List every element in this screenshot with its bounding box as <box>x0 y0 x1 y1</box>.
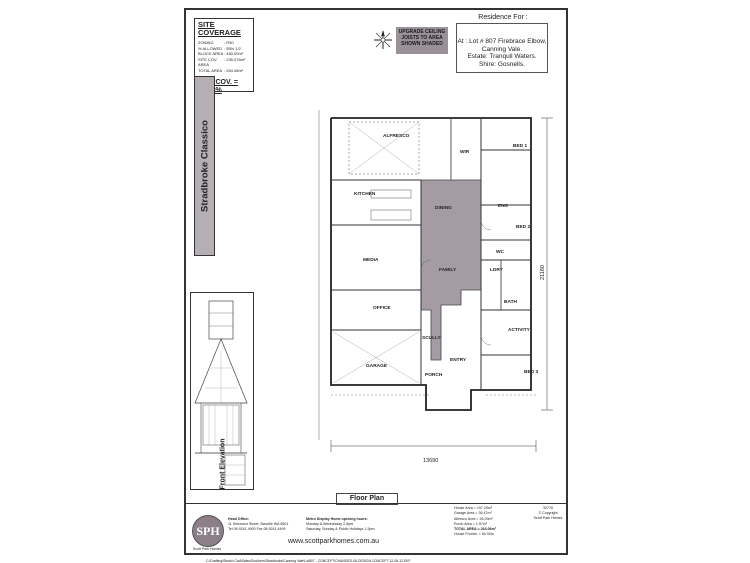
room-bath: BATH <box>504 300 517 305</box>
room-office: OFFICE <box>373 306 391 311</box>
area-line: House Area = 197.29m² <box>454 506 493 510</box>
front-elevation-panel <box>190 292 254 490</box>
room-alfresco: ALFRESCO <box>383 134 410 139</box>
design-title: Stradbroke Classico <box>199 120 210 212</box>
front-elevation-drawing <box>194 300 248 486</box>
area-line: Porch Area = 1.97m² <box>454 521 488 526</box>
coverage-row: TOTAL AREA: 264.06m² <box>198 67 244 73</box>
room-activity: ACTIVITY <box>508 328 530 333</box>
floor-plan-label: Floor Plan <box>336 493 398 505</box>
room-scullery: SCULLY <box>422 336 441 341</box>
room-bed1: BED 1 <box>513 144 528 149</box>
front-elevation-label: Front Elevation <box>219 438 227 490</box>
address-line: Canning Vale. <box>481 45 523 53</box>
room-media: MEDIA <box>363 258 379 263</box>
depth-dimension: 21180 <box>540 265 546 280</box>
company-logo: SPH <box>192 515 224 547</box>
plan-sheet: SITE COVERAGE ZONING: R30 % ALLOWED: 55%… <box>184 8 570 563</box>
footer-divider <box>186 503 566 504</box>
room-wir: WIR <box>460 150 470 155</box>
area-frontage: House Frontm. = 60.00m <box>454 532 494 537</box>
company-website: www.scottparkhomes.com.au <box>288 538 380 545</box>
upgrade-ceiling-note: UPGRADE CEILING JOISTS TO AREA SHOWN SHA… <box>396 27 448 54</box>
room-entry: ENTRY <box>450 358 467 363</box>
floor-plan-drawing <box>318 110 553 452</box>
address-line: Estate: Tranquil Waters. <box>467 53 537 60</box>
site-coverage-title: SITE COVERAGE <box>198 20 241 37</box>
address-line: Shire: Gosnells. <box>479 60 525 68</box>
width-dimension: 13690 <box>423 458 439 464</box>
room-dining: DINING <box>435 206 452 211</box>
room-ens: ENS <box>498 204 508 209</box>
room-porch: PORCH <box>425 373 443 378</box>
room-ldry: LDRY <box>490 268 503 273</box>
coverage-row: SITE COV. AREA: 235.076m² <box>198 56 246 68</box>
area-line: Alfresco Area = 26.29m² <box>454 516 493 521</box>
address-line: At : Lot # 807 Firebrace Elbow, <box>457 38 547 45</box>
room-family: FAMILY <box>439 268 457 273</box>
residence-address-box: At : Lot # 807 Firebrace Elbow, Canning … <box>456 23 548 73</box>
copyright-block: 30776 © Copyright Scott Park Homes <box>526 506 570 556</box>
residence-heading: Residence For : <box>478 14 528 21</box>
company-logo-subtitle: Scott Park Homes <box>192 547 222 551</box>
head-office-info: Head Office: 11 Selsmour Street, Baxvill… <box>228 517 289 531</box>
room-kitchen: KITCHEN <box>354 192 376 197</box>
design-title-bar: Stradbroke Classico <box>194 76 215 256</box>
room-bed2: BED 2 <box>516 225 531 230</box>
room-bed3: BED 3 <box>524 370 539 375</box>
copyright-line: © Copyright <box>538 510 558 515</box>
area-line: Garage Area = 36.47m² <box>454 511 492 516</box>
coverage-row: % ALLOWED: 55% 1/2 <box>198 45 241 51</box>
job-number: 30776 <box>543 506 553 510</box>
drawing-file-path: C:\Drafting\Sketch Cad\Sales\Southern\St… <box>206 559 411 563</box>
copyright-line: Scott Park Homes <box>533 515 563 520</box>
coverage-row: BLOCK AREA: 450.00m² <box>198 51 244 56</box>
area-schedule: House Area = 197.29m² Garage Area = 36.4… <box>454 506 522 556</box>
north-arrow-icon <box>374 30 392 49</box>
area-total: TOTAL AREA = 264.06m² <box>454 527 496 532</box>
room-wc: WC <box>496 250 504 255</box>
room-garage: GARAGE <box>366 364 388 369</box>
display-home-hours: Metro Display Home opening hours: Monday… <box>306 517 376 531</box>
coverage-row: ZONING: R30 <box>198 40 234 45</box>
